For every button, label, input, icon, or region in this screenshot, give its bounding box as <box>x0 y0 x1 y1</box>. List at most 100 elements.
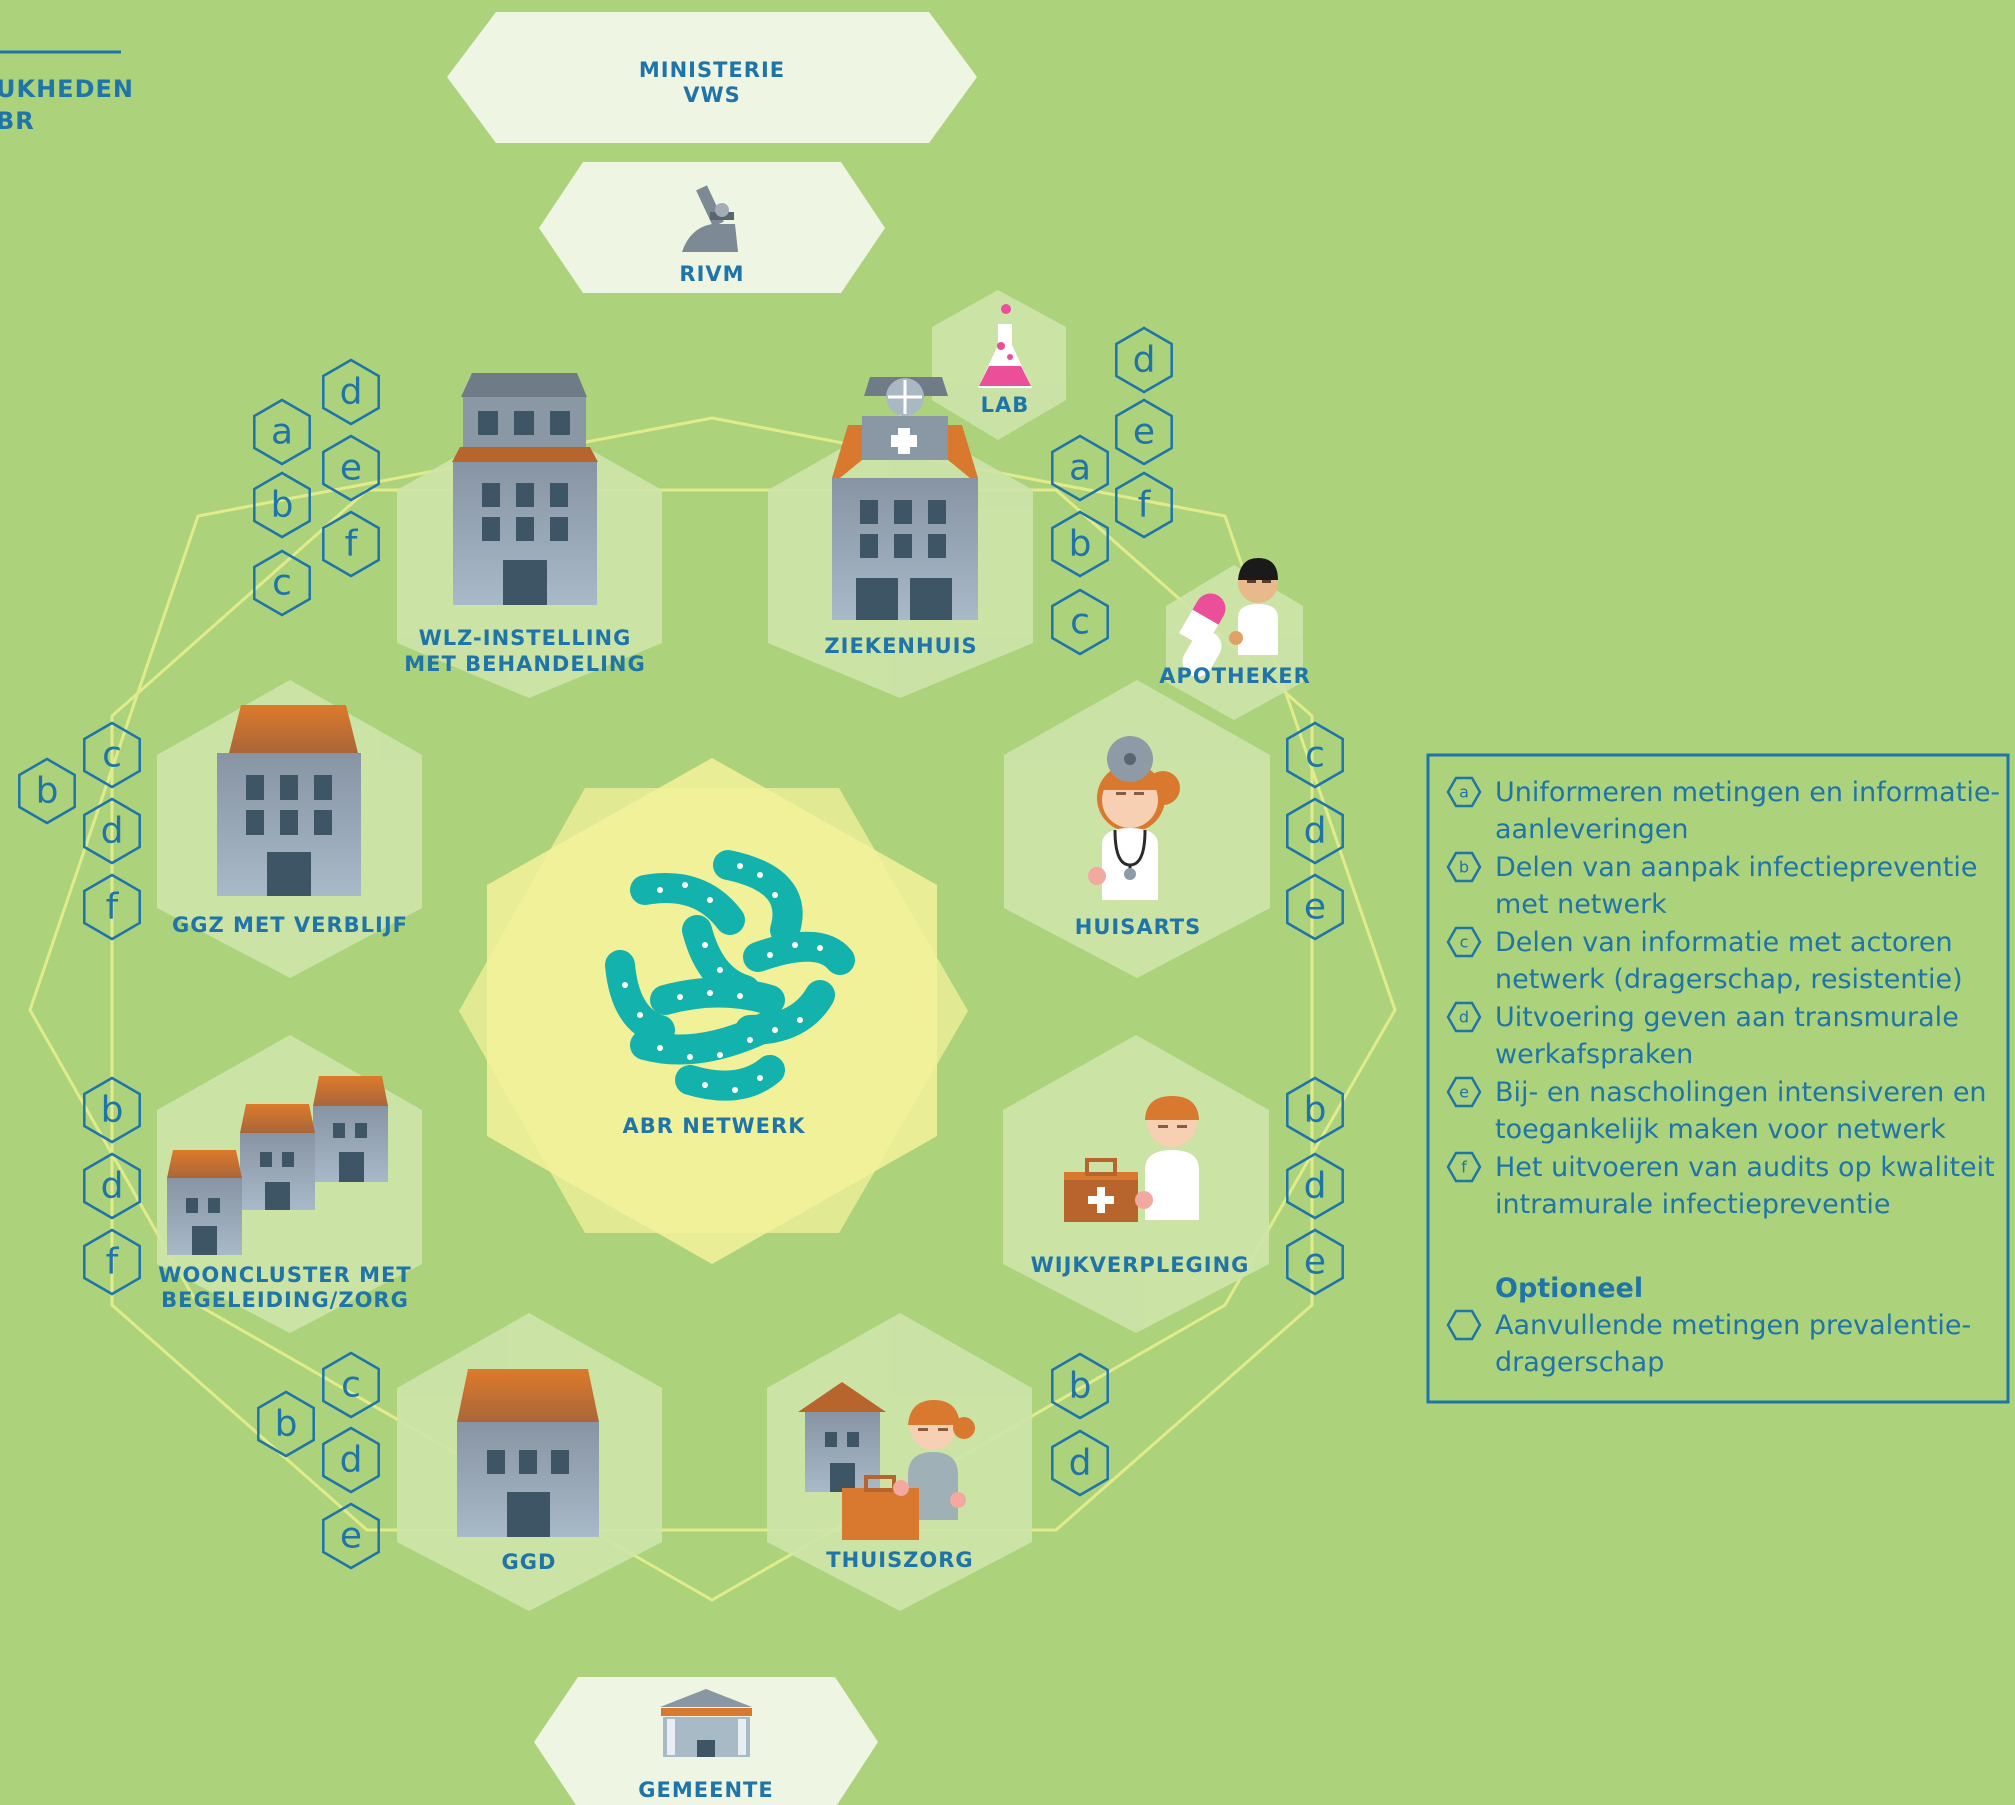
tag-wlz-c: c <box>253 549 311 617</box>
tag-letter: c <box>1305 735 1325 776</box>
doctor-icon <box>1088 736 1180 900</box>
legend-optional-line-1: Aanvullende metingen prevalentie- <box>1495 1310 1971 1341</box>
legend-line-2: netwerk (dragerschap, resistentie) <box>1495 964 1963 995</box>
ggz-node: GGZ MET VERBLIJF <box>172 705 407 937</box>
tag-hexagon <box>1286 1228 1344 1296</box>
tag-letter: b <box>101 1090 124 1131</box>
tag-ggd-c: c <box>322 1351 380 1419</box>
legend-key: d <box>1459 1008 1469 1027</box>
tag-letter: b <box>1304 1090 1327 1131</box>
tag-letter: b <box>275 1404 298 1445</box>
legend-line-2: aanleveringen <box>1495 814 1688 845</box>
bacteria-dots <box>622 863 823 1093</box>
tag-hexagon <box>83 1152 141 1220</box>
tag-letter: e <box>1304 887 1326 928</box>
tag-letter: f <box>106 887 120 928</box>
ziekenhuis-node: ZIEKENHUIS <box>824 377 978 658</box>
tag-ziekenhuis-d: d <box>1115 326 1173 394</box>
tag-hexagon <box>1115 326 1173 394</box>
gemeente-node: GEMEENTE <box>534 1677 878 1805</box>
legend-key: b <box>1459 858 1469 877</box>
wijkverpleging-label: WIJKVERPLEGING <box>1031 1253 1250 1277</box>
nurse-icon <box>1064 1096 1199 1222</box>
pills-icon <box>1179 593 1226 677</box>
legend-line-2: toegankelijk maken voor netwerk <box>1495 1114 1946 1145</box>
lab-node: LAB <box>978 304 1032 417</box>
tag-woon-d: d <box>83 1152 141 1220</box>
legend-hexagon-icon <box>1446 1151 1482 1183</box>
tag-ziekenhuis-b: b <box>1051 510 1109 578</box>
tag-hexagon <box>1286 873 1344 941</box>
tag-letter: c <box>102 735 122 776</box>
town-hall-icon <box>660 1689 752 1757</box>
abr-network-label: ABR NETWERK <box>623 1114 806 1138</box>
legend-hexagon-icon <box>1446 776 1482 808</box>
rivm-node: RIVM <box>539 162 885 293</box>
wlz-label-2: MET BEHANDELING <box>404 652 645 676</box>
tag-hexagon <box>322 510 380 578</box>
tag-letter: e <box>1304 1242 1326 1283</box>
tag-letter: c <box>272 563 292 604</box>
tag-hexagon <box>83 797 141 865</box>
ggd-node: GGD <box>457 1369 599 1574</box>
tag-wlz-d: d <box>322 358 380 426</box>
abr-network-center: ABR NETWERK <box>459 758 968 1264</box>
huisarts-node: HUISARTS <box>1075 736 1200 939</box>
wooncluster-node: WOONCLUSTER MET BEGELEIDING/ZORG <box>158 1076 411 1312</box>
legend-line-2: intramurale infectiepreventie <box>1495 1189 1891 1220</box>
lab-label: LAB <box>981 393 1030 417</box>
tag-wijk-e: e <box>1286 1228 1344 1296</box>
tag-hexagon <box>1051 434 1109 502</box>
tag-letter: d <box>101 811 124 852</box>
rivm-label: RIVM <box>679 262 744 286</box>
ministerie-label-1: MINISTERIE <box>639 58 785 82</box>
flask-icon <box>978 304 1032 388</box>
tag-hexagon <box>322 434 380 502</box>
tag-letter: c <box>1070 602 1090 643</box>
tag-letter: f <box>106 1242 120 1283</box>
tag-hexagon <box>1286 721 1344 789</box>
legend-line-1: Het uitvoeren van audits op kwaliteit <box>1495 1152 1995 1183</box>
tag-letter: c <box>341 1365 361 1406</box>
tag-ziekenhuis-a: a <box>1051 434 1109 502</box>
legend-line-2: met netwerk <box>1495 889 1667 920</box>
tag-letter: d <box>1069 1443 1092 1484</box>
tag-hexagon <box>83 1076 141 1144</box>
tag-letter: b <box>271 485 294 526</box>
tag-hexagon <box>322 1502 380 1570</box>
tag-hexagon <box>83 721 141 789</box>
tag-woon-b: b <box>83 1076 141 1144</box>
tag-letter: b <box>36 771 59 812</box>
wooncluster-label-2: BEGELEIDING/ZORG <box>161 1288 409 1312</box>
tag-ziekenhuis-c: c <box>1051 588 1109 656</box>
tag-letter: b <box>1069 524 1092 565</box>
tag-letter: e <box>1133 412 1155 453</box>
tag-letter: d <box>340 372 363 413</box>
tag-hexagon <box>1286 797 1344 865</box>
tag-hexagon <box>83 873 141 941</box>
legend-line-1: Bij- en nascholingen intensiveren en <box>1495 1077 1987 1108</box>
legend-hexagon-icon <box>1446 926 1482 958</box>
bacteria-icon <box>605 850 855 1101</box>
tag-wlz-e: e <box>322 434 380 502</box>
legend-line-1: Uitvoering geven aan transmurale <box>1495 1002 1959 1033</box>
legend-line-1: Uniformeren metingen en informatie- <box>1495 777 2000 808</box>
tag-thuiszorg-d: d <box>1051 1429 1109 1497</box>
tag-letter: e <box>340 1516 362 1557</box>
apotheker-label: APOTHEKER <box>1159 664 1311 688</box>
title-line-2: BR <box>0 107 35 135</box>
tag-hexagon <box>1115 398 1173 466</box>
thuiszorg-node: THUISZORG <box>798 1382 975 1572</box>
tag-ggd-e: e <box>322 1502 380 1570</box>
tag-ggd-b: b <box>257 1390 315 1458</box>
tag-wijk-b: b <box>1286 1076 1344 1144</box>
tag-woon-f: f <box>83 1228 141 1296</box>
wooncluster-label-1: WOONCLUSTER MET <box>158 1263 411 1287</box>
tag-hexagon <box>1286 1152 1344 1220</box>
legend-hexagon-icon <box>1446 1076 1482 1108</box>
legend-hexagon-icon <box>1446 1001 1482 1033</box>
